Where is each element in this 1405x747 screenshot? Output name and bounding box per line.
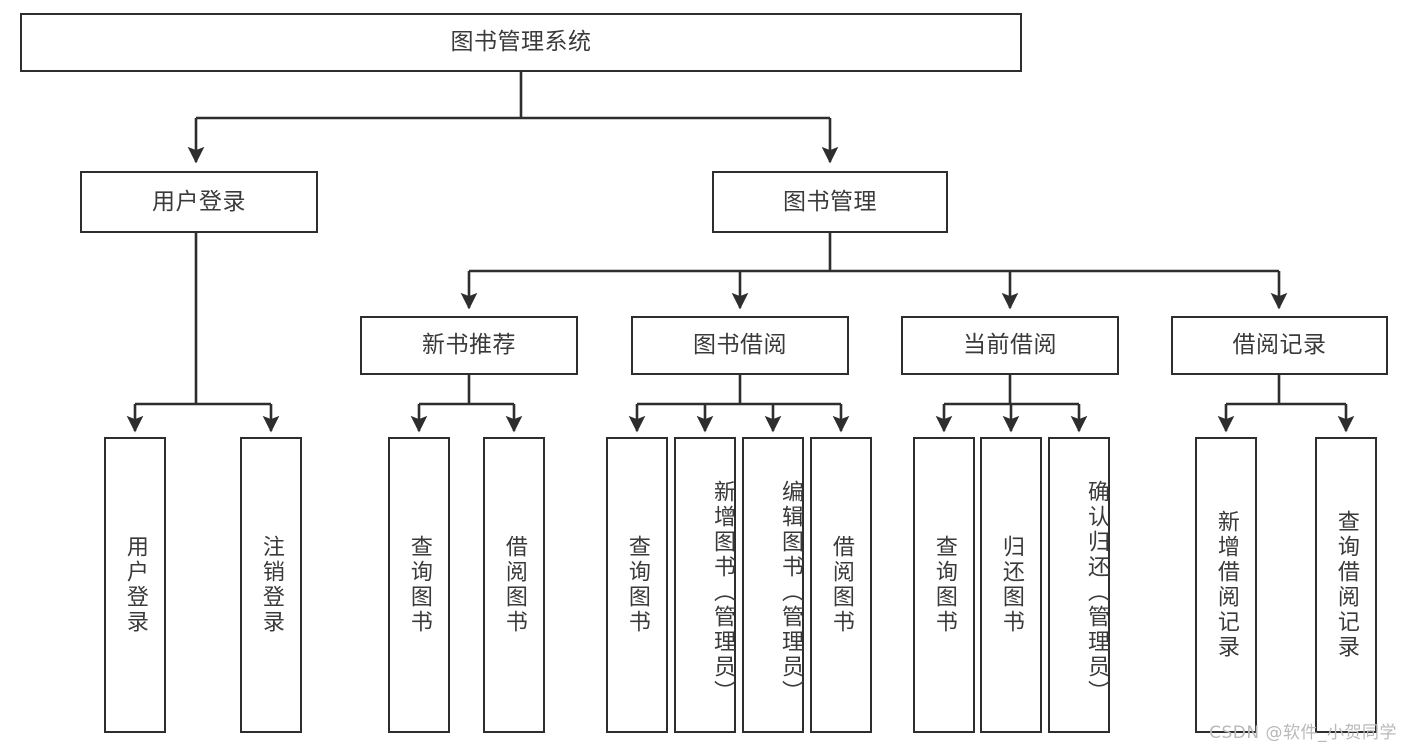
- leaf-borrow-add-book-admin-label: 新增图书（管理员）: [710, 479, 735, 705]
- node-book-borrow[interactable]: 图书借阅: [631, 316, 849, 375]
- leaf-new-book-query-label: 查询图书: [406, 535, 432, 635]
- leaf-record-query[interactable]: 查询借阅记录: [1315, 437, 1377, 733]
- leaf-new-book-borrow-label: 借阅图书: [501, 535, 527, 635]
- leaf-current-return-book[interactable]: 归还图书: [980, 437, 1042, 733]
- leaf-record-add[interactable]: 新增借阅记录: [1195, 437, 1257, 733]
- node-book-management[interactable]: 图书管理: [712, 171, 948, 233]
- leaf-current-query-book[interactable]: 查询图书: [913, 437, 975, 733]
- leaf-user-login-signout[interactable]: 注销登录: [240, 437, 302, 733]
- leaf-user-login-signin[interactable]: 用户登录: [104, 437, 166, 733]
- leaf-record-add-label: 新增借阅记录: [1213, 510, 1239, 660]
- leaf-user-login-signout-label: 注销登录: [258, 535, 284, 635]
- node-user-login-label: 用户登录: [152, 188, 246, 215]
- leaf-current-query-book-label: 查询图书: [931, 535, 957, 635]
- node-borrow-record[interactable]: 借阅记录: [1171, 316, 1388, 375]
- leaf-user-login-signin-label: 用户登录: [122, 535, 148, 635]
- leaf-borrow-add-book-admin[interactable]: 新增图书（管理员）: [674, 437, 736, 733]
- leaf-borrow-borrow-book[interactable]: 借阅图书: [810, 437, 872, 733]
- leaf-borrow-query-book-label: 查询图书: [624, 535, 650, 635]
- node-root-label: 图书管理系统: [450, 29, 592, 56]
- leaf-new-book-borrow[interactable]: 借阅图书: [483, 437, 545, 733]
- leaf-borrow-edit-book-admin-label: 编辑图书（管理员）: [778, 479, 803, 705]
- leaf-new-book-query[interactable]: 查询图书: [388, 437, 450, 733]
- leaf-record-query-label: 查询借阅记录: [1333, 510, 1359, 660]
- watermark: CSDN @软件_小贺同学: [1209, 723, 1397, 743]
- leaf-borrow-borrow-book-label: 借阅图书: [828, 535, 854, 635]
- leaf-current-confirm-return-admin-label: 确认归还（管理员）: [1084, 479, 1109, 705]
- node-borrow-record-label: 借阅记录: [1232, 332, 1327, 359]
- node-book-borrow-label: 图书借阅: [693, 332, 787, 359]
- leaf-current-confirm-return-admin[interactable]: 确认归还（管理员）: [1048, 437, 1110, 733]
- node-new-book-recommend-label: 新书推荐: [422, 332, 516, 359]
- node-current-borrow[interactable]: 当前借阅: [901, 316, 1119, 375]
- leaf-borrow-edit-book-admin[interactable]: 编辑图书（管理员）: [742, 437, 804, 733]
- leaf-borrow-query-book[interactable]: 查询图书: [606, 437, 668, 733]
- leaf-current-return-book-label: 归还图书: [998, 535, 1024, 635]
- node-user-login[interactable]: 用户登录: [80, 171, 318, 233]
- node-book-management-label: 图书管理: [783, 188, 877, 215]
- node-new-book-recommend[interactable]: 新书推荐: [360, 316, 578, 375]
- node-current-borrow-label: 当前借阅: [963, 332, 1057, 359]
- node-root[interactable]: 图书管理系统: [20, 13, 1022, 72]
